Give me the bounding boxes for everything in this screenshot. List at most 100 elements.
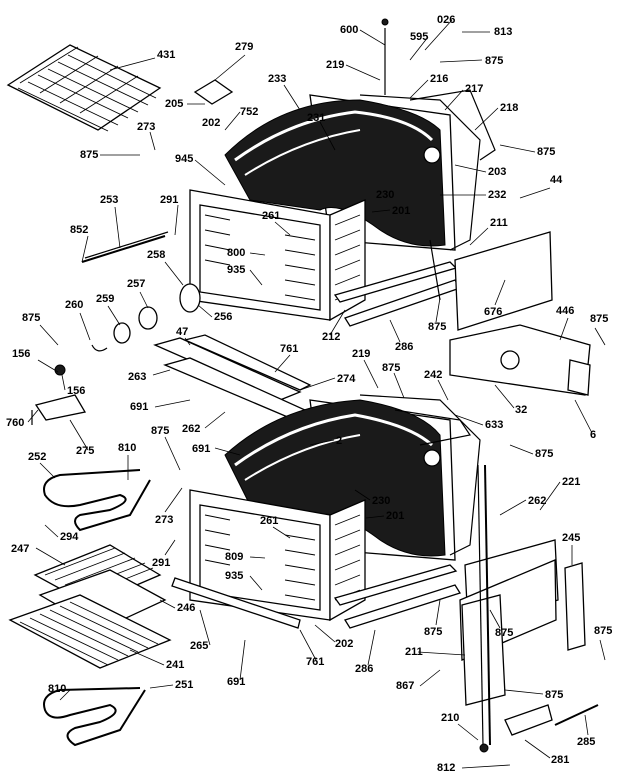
label-261-b: 261 xyxy=(260,515,278,527)
label-875-i: 875 xyxy=(535,448,553,460)
label-761: 761 xyxy=(280,343,298,355)
label-219-b: 219 xyxy=(352,348,370,360)
label-203: 203 xyxy=(488,166,506,178)
label-257: 257 xyxy=(127,278,145,290)
bake-element-810 xyxy=(43,687,146,747)
small-hardware xyxy=(31,18,389,425)
label-274: 274 xyxy=(337,373,356,385)
label-262: 262 xyxy=(182,423,200,435)
label-809: 809 xyxy=(225,551,243,563)
label-812: 812 xyxy=(437,762,455,774)
label-202-b: 202 xyxy=(335,638,353,650)
label-252: 252 xyxy=(28,451,46,463)
label-875-f: 875 xyxy=(382,362,400,374)
label-253: 253 xyxy=(100,194,118,206)
label-201: 201 xyxy=(392,205,410,217)
label-813: 813 xyxy=(494,26,512,38)
control-knob-parts xyxy=(91,283,201,352)
label-026: 026 xyxy=(437,14,455,26)
label-265: 265 xyxy=(190,640,208,652)
label-242: 242 xyxy=(424,369,442,381)
label-47: 47 xyxy=(176,326,188,338)
label-752: 752 xyxy=(240,106,258,118)
label-810-b: 810 xyxy=(48,683,66,695)
label-691: 691 xyxy=(130,401,148,413)
oven-rack-lower xyxy=(8,594,172,669)
oven-rack-upper xyxy=(6,44,162,132)
label-286-b: 286 xyxy=(355,663,373,675)
label-216: 216 xyxy=(430,73,448,85)
label-32: 32 xyxy=(515,404,527,416)
label-210: 210 xyxy=(441,712,459,724)
label-676: 676 xyxy=(484,306,502,318)
label-875-h: 875 xyxy=(151,425,169,437)
label-260: 260 xyxy=(65,299,83,311)
label-935-b: 935 xyxy=(225,570,243,582)
label-875-j: 875 xyxy=(594,625,612,637)
label-760: 760 xyxy=(6,417,24,429)
label-875: 875 xyxy=(485,55,503,67)
label-431: 431 xyxy=(157,49,175,61)
label-810: 810 xyxy=(118,442,136,454)
label-258: 258 xyxy=(147,249,165,261)
label-691-b: 691 xyxy=(192,443,210,455)
label-241: 241 xyxy=(166,659,184,671)
label-246: 246 xyxy=(177,602,195,614)
label-233: 233 xyxy=(268,73,286,85)
label-291-b: 291 xyxy=(152,557,170,569)
label-211: 211 xyxy=(490,217,508,229)
label-201-b: 201 xyxy=(386,510,404,522)
label-800: 800 xyxy=(227,247,245,259)
lower-rear-panels xyxy=(459,464,599,753)
label-245: 245 xyxy=(562,532,580,544)
label-867: 867 xyxy=(396,680,414,692)
leader-lines xyxy=(27,19,606,769)
label-633: 633 xyxy=(485,419,503,431)
label-875-c: 875 xyxy=(80,149,98,161)
label-219: 219 xyxy=(326,59,344,71)
label-256: 256 xyxy=(214,311,232,323)
label-273-b: 273 xyxy=(155,514,173,526)
label-205: 205 xyxy=(165,98,183,110)
upper-oven-cavity xyxy=(189,89,496,322)
label-156-b: 156 xyxy=(67,385,85,397)
broiler-pan xyxy=(33,544,167,631)
label-261: 261 xyxy=(262,210,280,222)
label-6: 6 xyxy=(590,429,596,441)
label-231: 231 xyxy=(307,112,325,124)
label-291: 291 xyxy=(160,194,178,206)
label-875-g: 875 xyxy=(22,312,40,324)
label-935: 935 xyxy=(227,264,245,276)
label-212: 212 xyxy=(322,331,340,343)
label-852: 852 xyxy=(70,224,88,236)
label-595: 595 xyxy=(410,31,428,43)
label-217: 217 xyxy=(465,83,483,95)
label-294: 294 xyxy=(60,531,79,543)
label-230: 230 xyxy=(376,189,394,201)
label-262-b: 262 xyxy=(528,495,546,507)
label-44: 44 xyxy=(550,174,563,186)
label-875-k: 875 xyxy=(424,626,442,638)
label-875-e: 875 xyxy=(428,321,446,333)
label-202: 202 xyxy=(202,117,220,129)
label-156: 156 xyxy=(12,348,30,360)
label-446: 446 xyxy=(556,305,574,317)
label-218: 218 xyxy=(500,102,518,114)
label-211-b: 211 xyxy=(405,646,423,658)
part-labels: 600 026 813 595 875 279 219 216 217 218 … xyxy=(6,14,612,774)
label-945: 945 xyxy=(175,153,193,165)
divider-rails xyxy=(153,334,312,419)
broil-element-252 xyxy=(43,469,151,532)
lower-bottom-rails xyxy=(333,564,461,629)
label-761-b: 761 xyxy=(306,656,324,668)
label-230-b: 230 xyxy=(372,495,390,507)
label-247: 247 xyxy=(11,543,29,555)
label-275: 275 xyxy=(76,445,94,457)
label-279: 279 xyxy=(235,41,253,53)
bake-element-253 xyxy=(81,231,169,263)
label-875-d: 875 xyxy=(590,313,608,325)
label-875-l: 875 xyxy=(495,627,513,639)
label-875-m: 875 xyxy=(545,689,563,701)
label-600: 600 xyxy=(340,24,358,36)
